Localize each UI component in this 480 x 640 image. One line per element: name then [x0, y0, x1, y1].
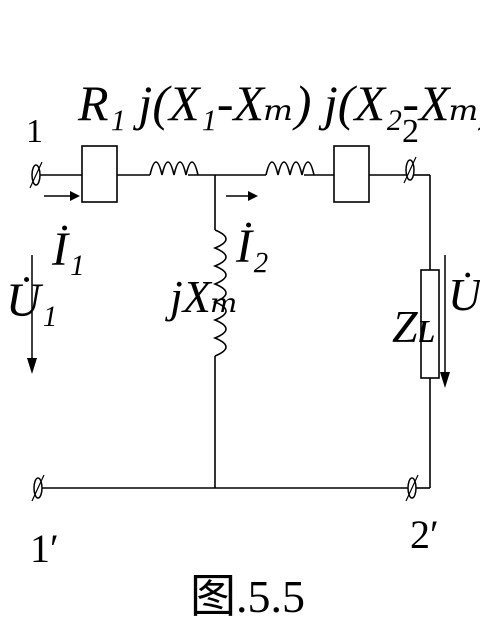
resistor-r2 [333, 145, 370, 203]
inductor-x1 [149, 161, 199, 176]
inductor-xm [212, 229, 227, 357]
current-1-label: İ₁ [51, 223, 85, 276]
load-impedance-label: Zʟ [392, 301, 436, 352]
figure-caption: 图.5.5 [190, 571, 305, 622]
terminal-1-label: 1 [26, 113, 43, 150]
current-2-label: İ₂ [235, 220, 269, 273]
terminal-2-prime-label: 2′ [410, 512, 439, 557]
voltage-1-label: U̇₁ [6, 274, 57, 327]
top-impedance-label: R₁ j(X₁-Xₘ) j(X₂-Xₘ) R₂ [77, 75, 480, 131]
inductor-x2 [265, 161, 315, 176]
voltage-2-label: U̇₂ [448, 269, 480, 320]
resistor-r1 [81, 145, 118, 203]
terminal-1-prime-label: 1′ [30, 526, 59, 571]
terminal-2-label: 2 [402, 113, 419, 150]
shunt-reactance-label: jXₘ [165, 271, 239, 322]
